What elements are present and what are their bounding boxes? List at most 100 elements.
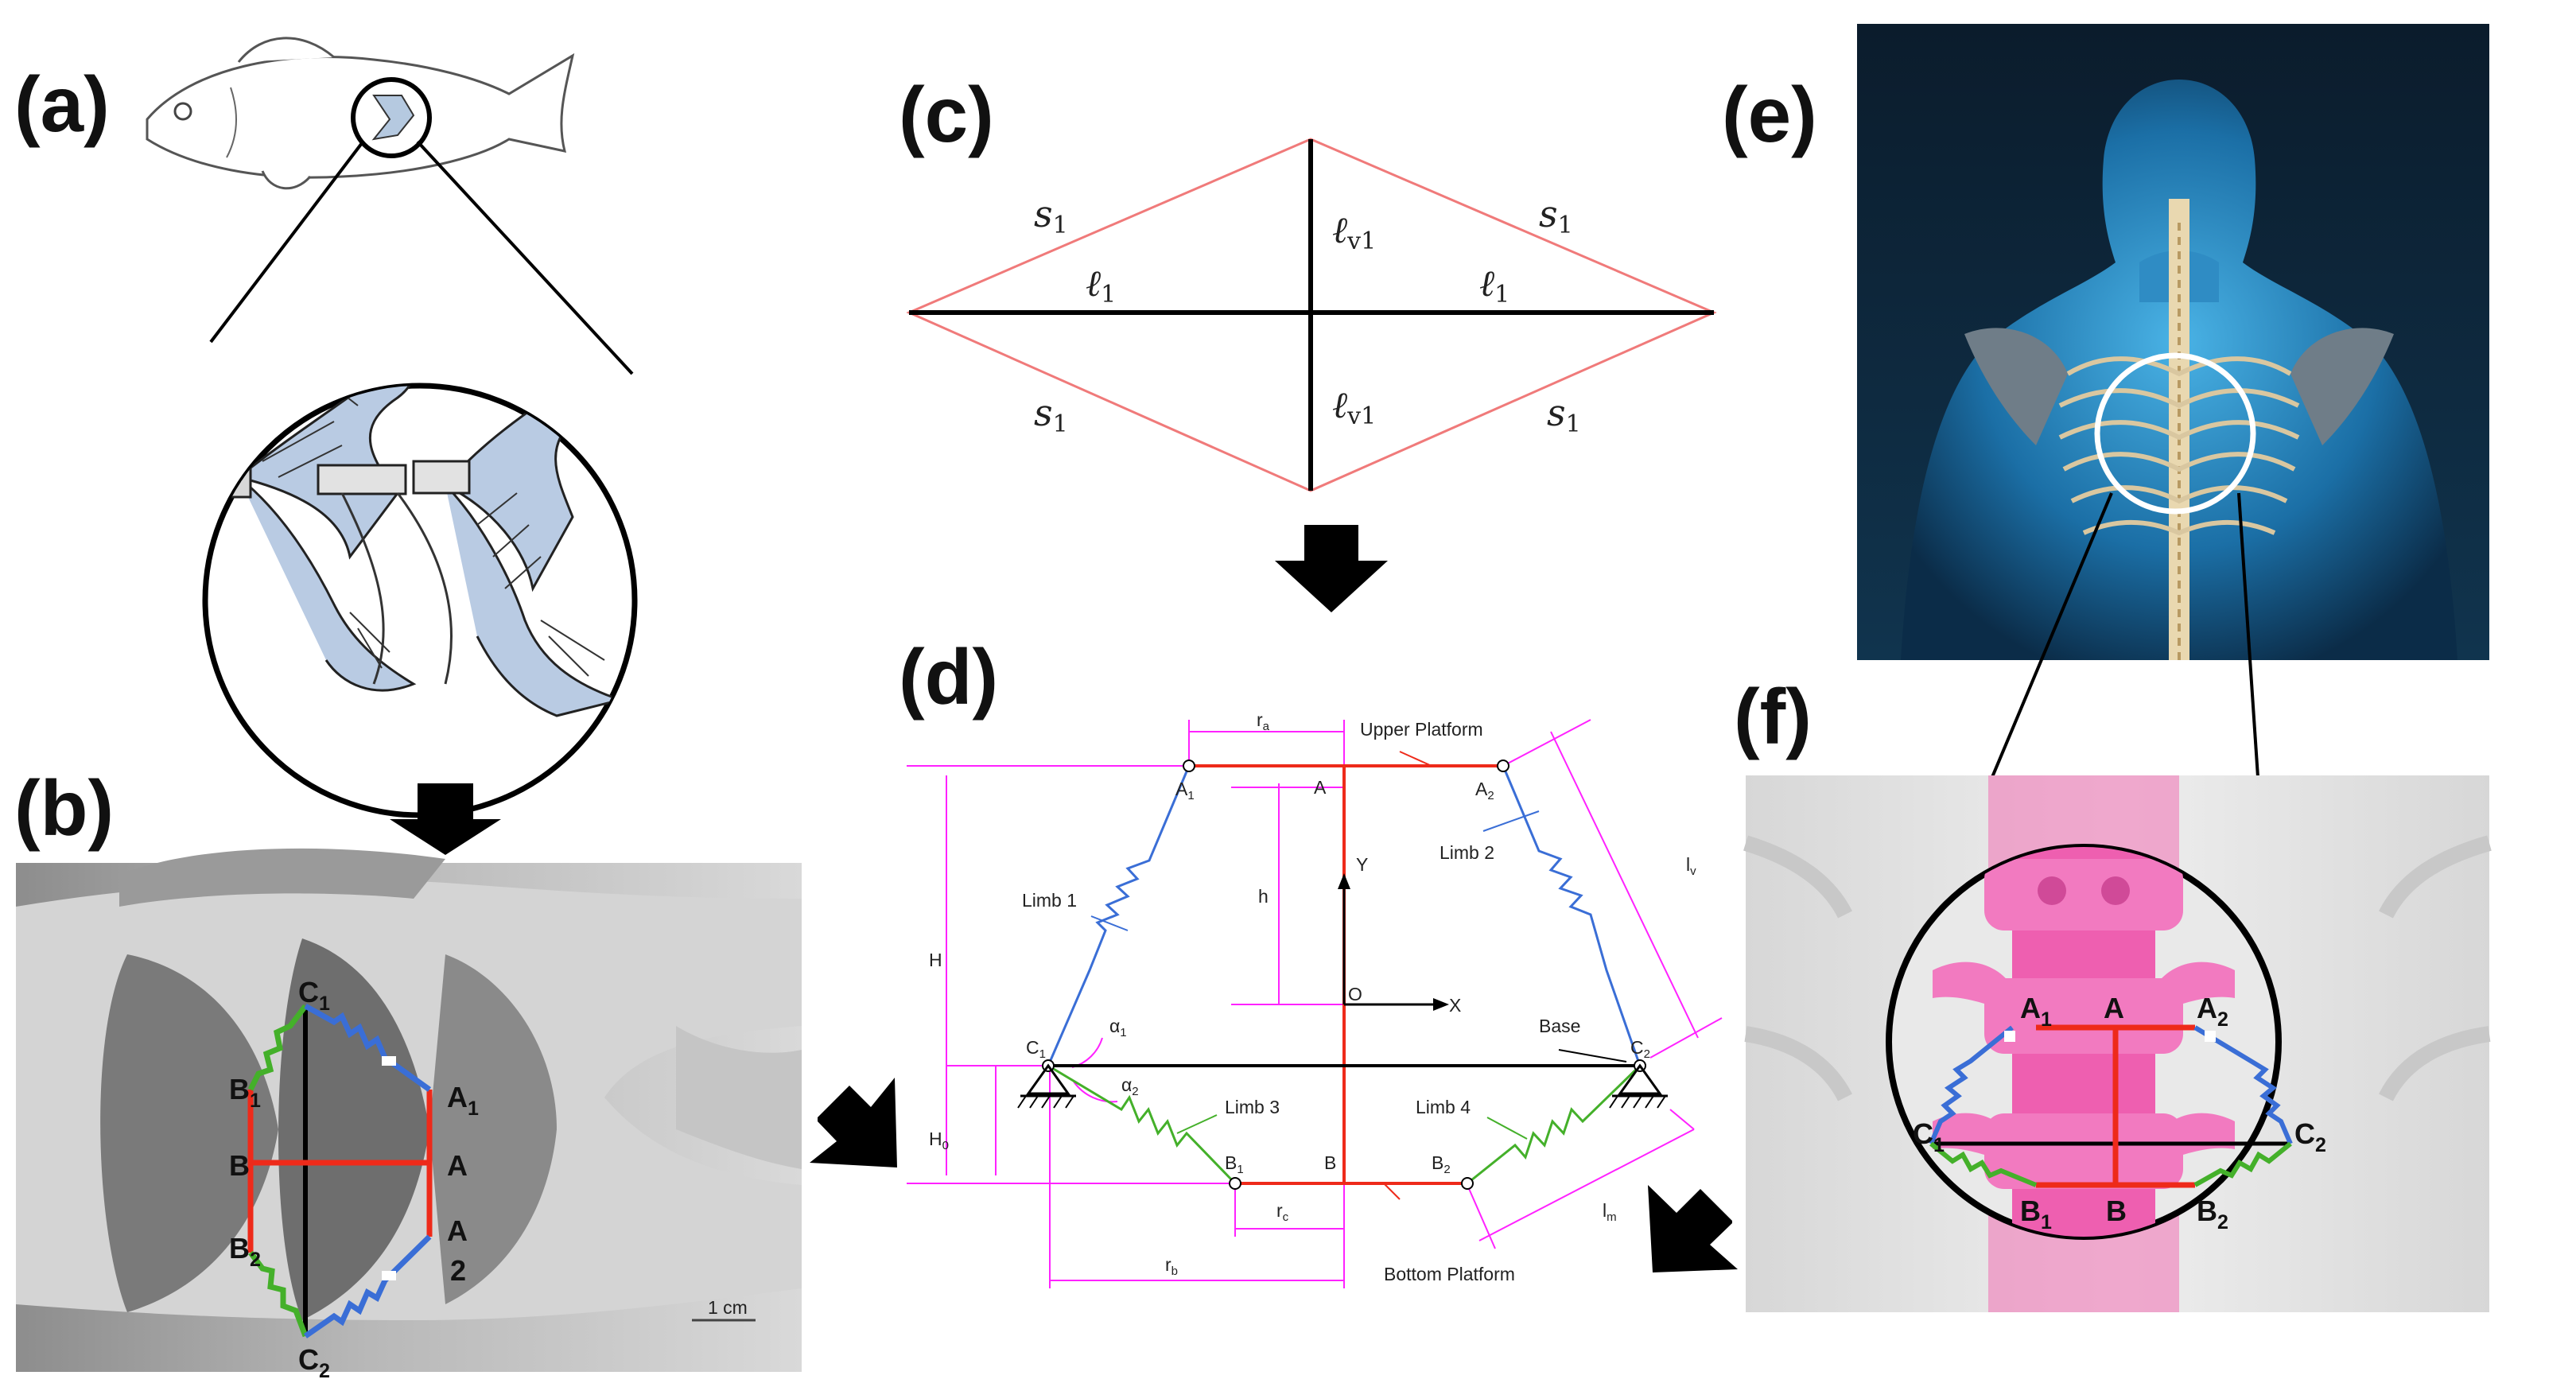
c-label-l1-left: ℓ xyxy=(1086,262,1102,305)
panel-label-d: (d) xyxy=(899,633,998,721)
svg-text:lv: lv xyxy=(1686,854,1696,878)
panel-a-magnified-circle xyxy=(202,383,638,818)
panel-b-scale-label: 1 cm xyxy=(708,1297,748,1318)
svg-text:C1: C1 xyxy=(1026,1037,1046,1061)
d-label-A: A xyxy=(1314,777,1327,798)
panel-d-labels: ra Upper Platform A1 A A2 lv Limb 1 Limb… xyxy=(929,709,1696,1284)
c-label-s1-br: s xyxy=(1547,391,1566,434)
panel-label-a: (a) xyxy=(14,60,110,148)
d-label-H: H xyxy=(929,950,942,970)
svg-text:C2: C2 xyxy=(298,1343,330,1382)
svg-text:ra: ra xyxy=(1257,709,1270,733)
svg-text:A2: A2 xyxy=(1475,779,1494,802)
panel-f-labels: A1 A A2 C1 C2 B1 B B2 xyxy=(1913,992,2326,1234)
panel-label-e: (e) xyxy=(1722,71,1817,158)
b-label-B1: B xyxy=(229,1073,250,1105)
svg-text:C1: C1 xyxy=(1913,1117,1945,1156)
c-label-s1-tl: s xyxy=(1034,192,1053,235)
f-label-A2: A xyxy=(2197,992,2217,1024)
arrow-c-to-d xyxy=(1275,525,1388,612)
svg-text:B1: B1 xyxy=(2020,1195,2052,1234)
svg-text:H0: H0 xyxy=(929,1129,949,1152)
c-label-s1-bl: s xyxy=(1034,391,1053,434)
svg-text:A1: A1 xyxy=(447,1081,479,1120)
arrow-b-to-d xyxy=(810,1078,897,1167)
panel-a-zoom-ring xyxy=(351,77,432,158)
panel-a-fish-illustration xyxy=(146,37,575,190)
b-label-B2: B xyxy=(229,1232,250,1265)
f-label-B2: B xyxy=(2197,1195,2217,1227)
c-label-lv1-bottom: ℓ xyxy=(1332,383,1348,426)
panel-f-vertebrae xyxy=(1933,847,2235,1237)
arrow-f-to-d xyxy=(1648,1185,1738,1272)
d-label-limb1: Limb 1 xyxy=(1022,890,1077,911)
b-label-C2: C xyxy=(298,1343,319,1376)
svg-text:ℓv1: ℓv1 xyxy=(1332,208,1376,255)
svg-text:α1: α1 xyxy=(1109,1016,1127,1039)
d-label-Y: Y xyxy=(1356,854,1368,875)
svg-text:C2: C2 xyxy=(1630,1037,1650,1061)
d-label-h: h xyxy=(1258,886,1269,907)
panel-label-c: (c) xyxy=(899,71,994,158)
svg-text:s1: s1 xyxy=(1547,391,1581,438)
svg-text:lm: lm xyxy=(1603,1200,1617,1224)
panel-a-zoom-line-left xyxy=(209,142,363,344)
b-label-A1: A xyxy=(447,1081,468,1113)
panel-f-mechanism-overlay xyxy=(1929,1024,2293,1188)
d-label-base: Base xyxy=(1539,1016,1580,1036)
b-label-C1: C xyxy=(298,976,319,1008)
svg-text:B1: B1 xyxy=(229,1073,261,1112)
panel-b-photo: 1 cm xyxy=(16,848,802,1372)
c-label-lv1-top: ℓ xyxy=(1332,208,1348,251)
b-label-B: B xyxy=(229,1149,250,1182)
svg-text:α2: α2 xyxy=(1121,1074,1139,1098)
svg-text:s1: s1 xyxy=(1034,192,1068,239)
panel-c-rhombus xyxy=(906,138,1717,492)
svg-text:B2: B2 xyxy=(229,1232,261,1271)
svg-text:rb: rb xyxy=(1165,1254,1178,1278)
panel-c-labels: s1 s1 s1 s1 ℓ1 ℓ1 ℓv1 ℓv1 xyxy=(1034,192,1581,438)
svg-text:ℓ1: ℓ1 xyxy=(1086,262,1116,309)
d-label-O: O xyxy=(1348,984,1362,1004)
svg-text:A1: A1 xyxy=(1175,779,1195,802)
svg-text:s1: s1 xyxy=(1539,192,1573,239)
svg-text:A1: A1 xyxy=(2020,992,2052,1031)
d-label-upper-platform: Upper Platform xyxy=(1360,719,1483,740)
arrow-a-to-b-head xyxy=(390,783,501,855)
d-label-limb3: Limb 3 xyxy=(1225,1097,1280,1117)
d-label-limb4: Limb 4 xyxy=(1416,1097,1471,1117)
panel-b-labels: C1 B1 B B2 C2 A1 A A 2 xyxy=(229,976,479,1382)
svg-text:B2: B2 xyxy=(1432,1152,1451,1176)
f-label-C1: C xyxy=(1913,1117,1933,1150)
d-label-limb2: Limb 2 xyxy=(1440,842,1494,863)
svg-text:A2: A2 xyxy=(2197,992,2228,1031)
panel-e-spine-image xyxy=(1857,24,2489,660)
svg-text:C1: C1 xyxy=(298,976,330,1015)
svg-text:C2: C2 xyxy=(2294,1117,2326,1156)
d-label-X: X xyxy=(1449,995,1461,1016)
svg-text:s1: s1 xyxy=(1034,391,1068,438)
f-label-B1: B xyxy=(2020,1195,2041,1227)
c-label-s1-tr: s xyxy=(1539,192,1558,235)
panel-label-f: (f) xyxy=(1734,673,1812,760)
svg-text:rc: rc xyxy=(1276,1200,1289,1224)
b-label-A2-sub: 2 xyxy=(450,1254,466,1287)
svg-text:B2: B2 xyxy=(2197,1195,2228,1234)
b-label-A: A xyxy=(447,1149,468,1182)
f-label-B: B xyxy=(2106,1195,2127,1227)
f-label-C2: C xyxy=(2294,1117,2315,1150)
d-label-bottom-platform: Bottom Platform xyxy=(1384,1264,1515,1284)
svg-text:ℓ1: ℓ1 xyxy=(1479,262,1509,309)
panel-b-mechanism-overlay xyxy=(247,1003,433,1338)
c-label-l1-right: ℓ xyxy=(1479,262,1495,305)
f-label-A1: A xyxy=(2020,992,2041,1024)
panel-label-b: (b) xyxy=(14,764,114,852)
f-label-A: A xyxy=(2104,992,2124,1024)
svg-text:B1: B1 xyxy=(1225,1152,1244,1176)
panel-a-zoom-line-right xyxy=(416,140,634,375)
d-label-B: B xyxy=(1324,1152,1336,1173)
panel-d-schematic xyxy=(907,719,1723,1288)
b-label-A2: A xyxy=(447,1214,468,1247)
svg-text:ℓv1: ℓv1 xyxy=(1332,383,1376,430)
